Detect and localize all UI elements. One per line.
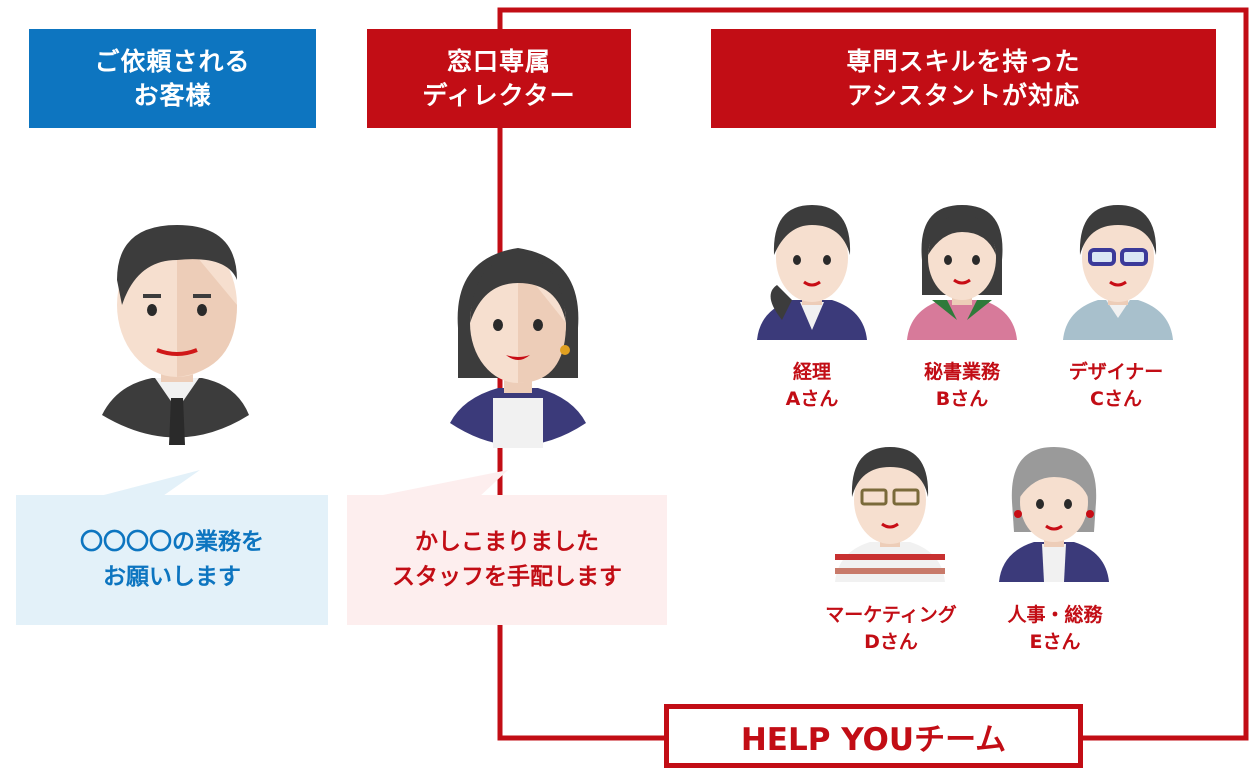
client-bubble-tail [100, 470, 200, 498]
client-header: ご依頼される お客様 [29, 29, 316, 128]
director-avatar [450, 248, 586, 448]
assistant-e-avatar [999, 447, 1109, 582]
director-speech-bubble: かしこまりました スタッフを手配します [347, 495, 667, 625]
assistant-a-name: 経理 Aさん [785, 361, 839, 410]
team-label: HELP YOUチーム [664, 704, 1083, 768]
assistant-c-avatar [1063, 205, 1173, 340]
client-speech-bubble: 〇〇〇〇の業務を お願いします [16, 495, 328, 625]
assistant-d-name: マーケティング Dさん [825, 604, 957, 653]
assistant-a-avatar [757, 205, 867, 340]
assistants-header: 専門スキルを持った アシスタントが対応 [711, 29, 1216, 128]
director-header: 窓口専属 ディレクター [367, 29, 631, 128]
client-avatar [102, 225, 249, 445]
assistant-b-name: 秘書業務 Bさん [923, 361, 1000, 410]
director-bubble-tail [378, 470, 508, 498]
assistant-e-name: 人事・総務 Eさん [1007, 604, 1103, 653]
assistant-c-name: デザイナー Cさん [1068, 361, 1164, 410]
assistant-b-avatar [907, 205, 1017, 340]
assistant-d-avatar [835, 447, 945, 582]
